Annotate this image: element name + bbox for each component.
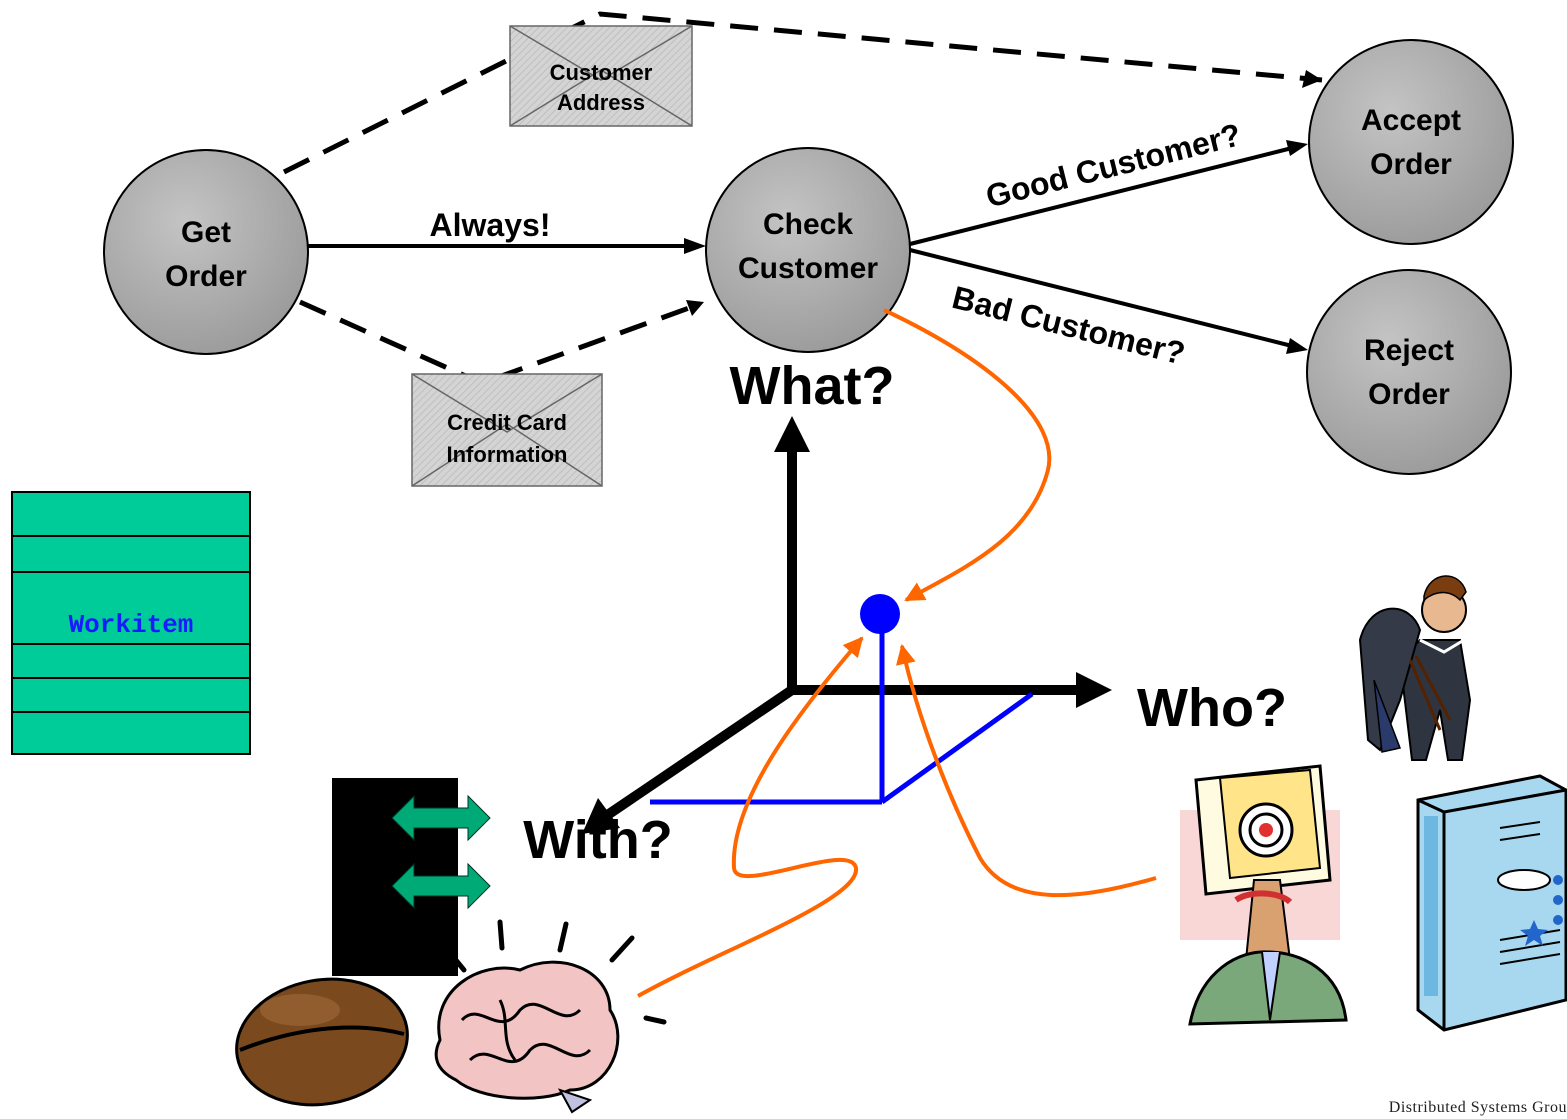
label-bad-customer: Bad Customer? bbox=[949, 279, 1189, 372]
envelope-customer-address: Customer Address bbox=[509, 25, 693, 127]
exchange-arrows-icon bbox=[332, 778, 491, 976]
arrowhead-good bbox=[1286, 140, 1308, 156]
businessman-with-umbrellas-icon bbox=[1358, 575, 1472, 761]
arrowhead-what bbox=[774, 416, 810, 452]
server-computer-icon bbox=[1416, 774, 1567, 1032]
orange-mapping-paths bbox=[637, 308, 1157, 998]
get-order-line2: Order bbox=[165, 260, 247, 293]
arrowhead-check-dash bbox=[686, 300, 704, 316]
arrowhead-always bbox=[684, 238, 706, 254]
brain-icon bbox=[434, 919, 667, 1114]
flow-get-to-credit bbox=[298, 299, 472, 381]
axis-with bbox=[599, 683, 799, 823]
node-check-customer: Check Customer bbox=[705, 147, 911, 353]
credit-card-line1: Credit Card bbox=[447, 410, 567, 435]
workitem-stack: Workitem bbox=[11, 491, 251, 755]
dashed-flows bbox=[282, 11, 1323, 381]
workitem-point bbox=[860, 594, 900, 634]
node-get-order: Get Order bbox=[103, 149, 309, 355]
accept-order-line2: Order bbox=[1370, 148, 1452, 181]
newspaper-reader-icon bbox=[1180, 764, 1348, 1026]
projection-lines bbox=[650, 618, 1034, 805]
path-reader-to-point bbox=[896, 644, 1157, 898]
axes bbox=[599, 441, 1085, 823]
axis-label-what: What? bbox=[730, 356, 895, 416]
arrowhead-accept bbox=[1302, 70, 1322, 88]
coffee-bean-icon bbox=[235, 977, 409, 1107]
node-reject-order: Reject Order bbox=[1306, 269, 1512, 475]
arrowhead-with bbox=[582, 798, 620, 834]
flow-bad bbox=[909, 248, 1293, 348]
customer-address-line2: Address bbox=[557, 90, 645, 115]
check-customer-line2: Customer bbox=[738, 252, 878, 285]
path-brain-to-point bbox=[637, 636, 864, 998]
axis-label-with: With? bbox=[523, 810, 672, 870]
reject-order-line2: Order bbox=[1368, 378, 1450, 411]
flow-credit-to-check bbox=[495, 301, 701, 381]
arrowhead-who bbox=[1076, 672, 1112, 708]
control-flows bbox=[308, 146, 1293, 348]
check-customer-line1: Check bbox=[763, 208, 853, 241]
path-check-to-point bbox=[883, 308, 1052, 602]
flow-get-to-address bbox=[282, 11, 1323, 175]
footer-organization: Distributed Systems Grou bbox=[1389, 1099, 1567, 1116]
credit-card-line2: Information bbox=[447, 442, 568, 467]
envelope-credit-card: Credit Card Information bbox=[411, 373, 603, 487]
arrowhead-bad bbox=[1286, 338, 1308, 354]
get-order-line1: Get bbox=[181, 216, 231, 249]
axis-label-who: Who? bbox=[1137, 678, 1287, 738]
label-good-customer: Good Customer? bbox=[982, 116, 1244, 214]
node-accept-order: Accept Order bbox=[1308, 39, 1514, 245]
accept-order-line1: Accept bbox=[1361, 104, 1461, 137]
flow-good bbox=[909, 146, 1293, 246]
customer-address-line1: Customer bbox=[550, 60, 653, 85]
reject-order-line1: Reject bbox=[1364, 334, 1454, 367]
label-always: Always! bbox=[430, 207, 551, 243]
workitem-label: Workitem bbox=[69, 610, 194, 640]
